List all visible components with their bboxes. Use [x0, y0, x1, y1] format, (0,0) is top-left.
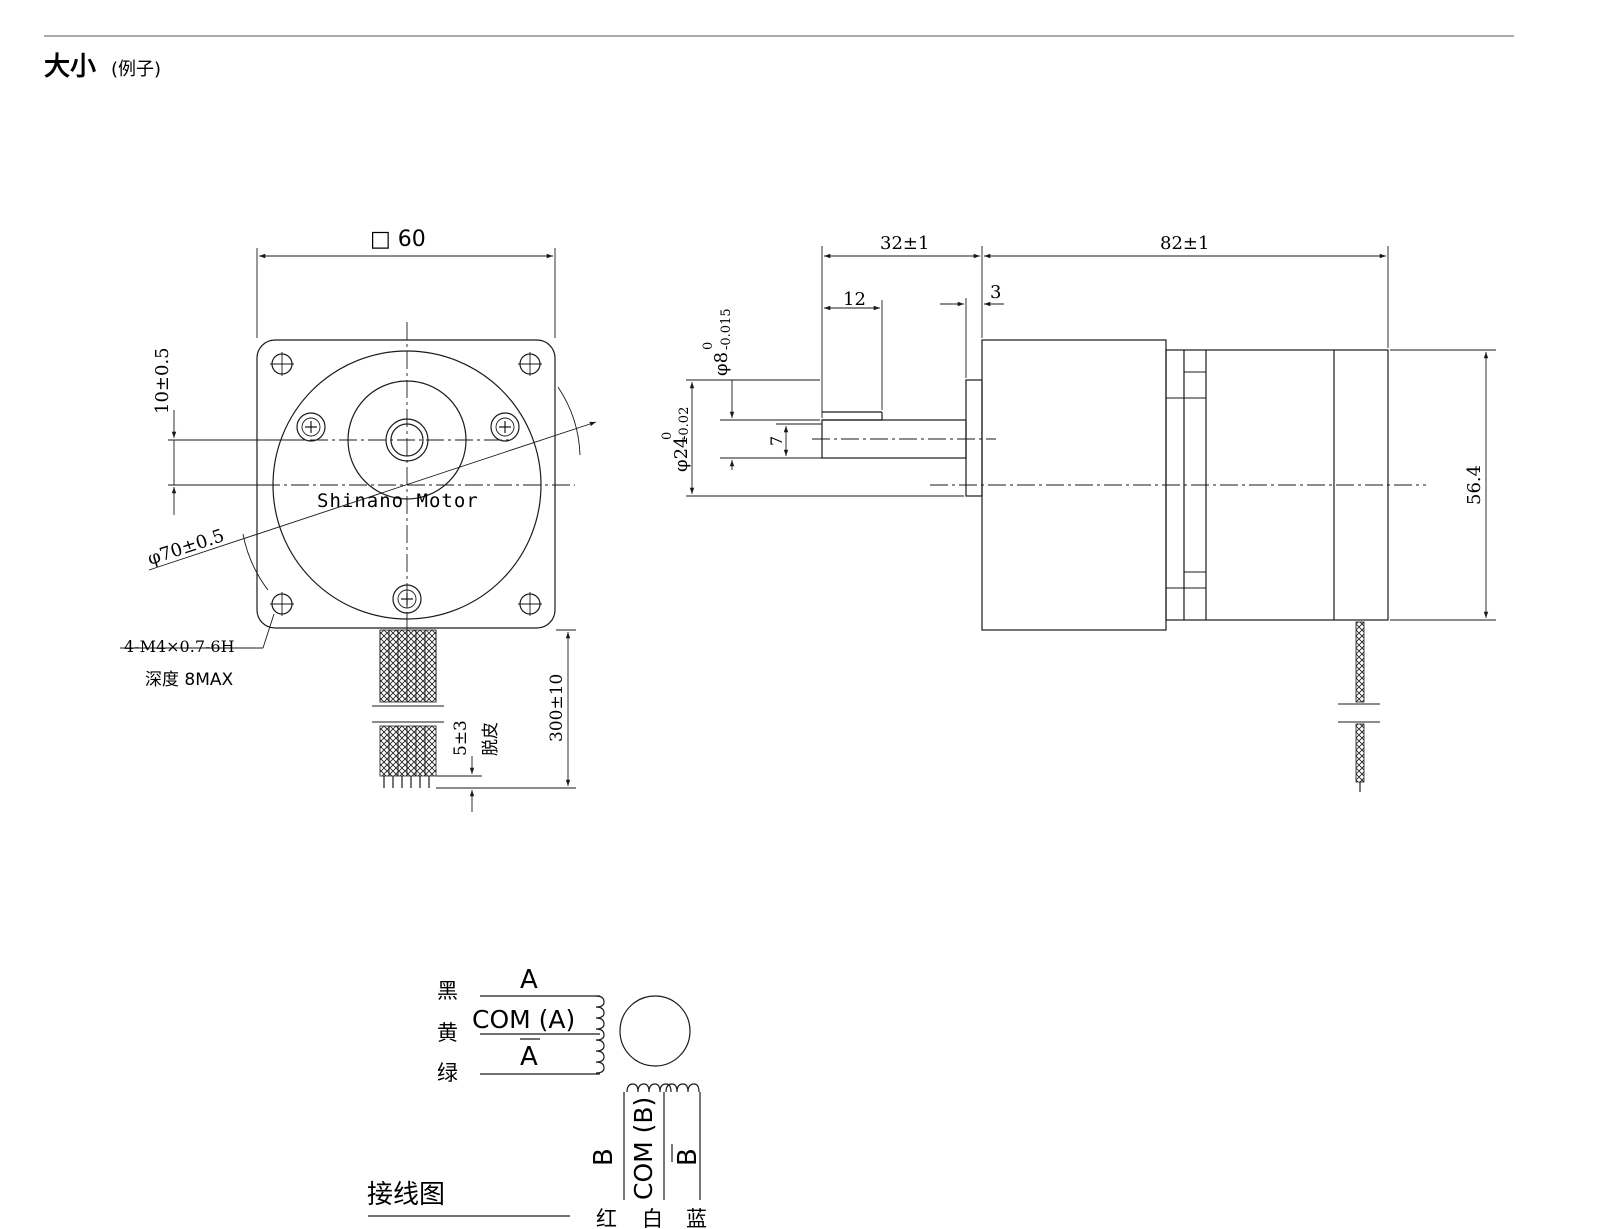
- front-view: □ 60: [120, 227, 597, 812]
- phase-b-label: B: [589, 1148, 619, 1166]
- body-length-dim: 82±1: [1160, 233, 1209, 254]
- boss-tol-lower: -0.02: [677, 407, 692, 440]
- shaft-tol-upper: 0: [701, 342, 716, 350]
- coil-a2: [595, 1039, 605, 1074]
- shaft-tol-lower: -0.015: [719, 308, 734, 350]
- strip-length: 5±3: [451, 720, 471, 756]
- shaft-length-dim: 32±1: [880, 233, 929, 254]
- lead-wires: [372, 629, 444, 788]
- com-a-label: COM (A): [472, 1005, 575, 1034]
- page-title: 大小: [44, 52, 96, 82]
- mounting-hole-tl: [270, 352, 294, 376]
- offset-dim: 10±0.5: [152, 347, 173, 414]
- rotor-circle: [619, 995, 691, 1067]
- strip-label: 脱皮: [481, 722, 501, 756]
- flat-dim: 7: [767, 436, 786, 446]
- brand-label: Shinano Motor: [317, 490, 479, 512]
- wire-color-white: 白: [642, 1207, 663, 1229]
- diameter-dim: φ70±0.5: [145, 525, 227, 569]
- boss-tol-upper: 0: [660, 432, 675, 440]
- flange-square: [256, 339, 556, 629]
- com-b-label: COM (B): [629, 1097, 658, 1200]
- phase-a-label: A: [520, 965, 538, 995]
- lead-length: 300±10: [547, 674, 567, 742]
- wire-color-green: 绿: [437, 1061, 458, 1085]
- screw-depth: 深度 8MAX: [145, 670, 234, 690]
- wire-color-yellow: 黄: [437, 1021, 458, 1045]
- shaft-dia-dim: φ8: [711, 352, 732, 376]
- coil-b2: [665, 1083, 700, 1093]
- mounting-hole-bl: [270, 592, 294, 616]
- wire-color-black: 黑: [437, 979, 458, 1003]
- height-dim: 56.4: [1464, 465, 1485, 505]
- wire-color-blue: 蓝: [686, 1207, 707, 1229]
- wiring-diagram: A COM (A) A 黑 黄 绿 B COM (B) B 红 白 蓝 接线图: [367, 965, 707, 1229]
- mounting-hole-tr: [518, 352, 542, 376]
- page-subtitle: (例子): [111, 59, 161, 80]
- boss-dia-dim: φ24: [671, 436, 692, 472]
- phase-a-bar-label: A: [520, 1042, 538, 1072]
- screw-bottom: [392, 584, 422, 614]
- coil-a1: [595, 995, 605, 1041]
- boss: [965, 379, 983, 497]
- square-size-dim: □ 60: [370, 227, 426, 252]
- flat-length-dim: 12: [843, 289, 866, 310]
- coil-b1: [626, 1083, 672, 1093]
- wire-color-red: 红: [596, 1207, 617, 1229]
- screw-right: [490, 412, 520, 442]
- phase-b-bar-label: B: [673, 1148, 703, 1166]
- screw-spec: 4-M4×0.7-6H: [124, 637, 235, 656]
- wiring-title: 接线图: [367, 1180, 445, 1210]
- side-lead-wire: [1338, 621, 1380, 792]
- mounting-hole-br: [518, 592, 542, 616]
- boss-length-dim: 3: [990, 282, 1001, 303]
- header: 大小 (例子): [44, 35, 1514, 82]
- side-view: 32±1 82±1 12 3 φ8 0 -0.015 φ24 0 -0.02 7: [660, 233, 1496, 792]
- screw-left: [296, 412, 326, 442]
